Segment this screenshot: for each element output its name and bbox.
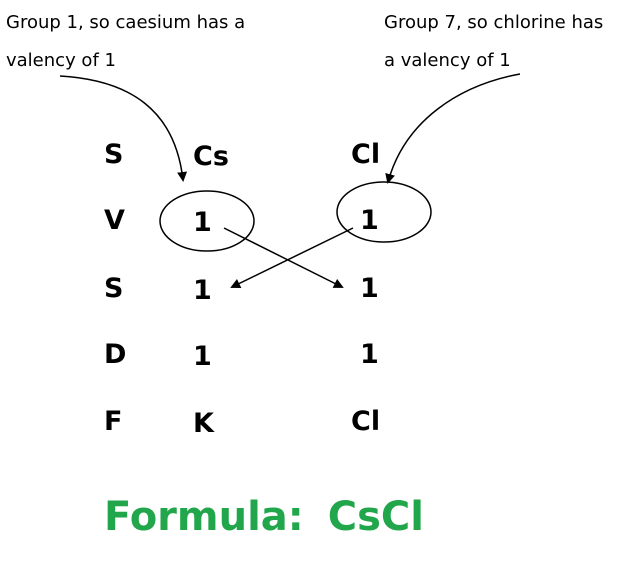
- formula-result: Formula: CsCl: [104, 494, 424, 540]
- left-note-line-2: valency of 1: [6, 50, 116, 71]
- left-valency-circle: [159, 190, 255, 252]
- right-valency-circle: [336, 181, 432, 243]
- caesium-column: Cs 1 1 1 K: [193, 141, 229, 439]
- cell-right-divide: 1: [360, 339, 379, 370]
- right-note-line-1: Group 7, so chlorine has: [384, 12, 603, 33]
- row-labels: S V S D F: [104, 139, 126, 437]
- swap-arrow-left-to-right: [223, 227, 344, 288]
- formula-value: CsCl: [328, 494, 424, 540]
- row-label-swap: S: [104, 273, 123, 304]
- cell-left-formula: K: [193, 408, 215, 439]
- swap-arrow-right-to-left: [230, 227, 354, 288]
- row-label-formula: F: [104, 406, 122, 437]
- cell-right-valency: 1: [360, 205, 379, 236]
- chlorine-column: Cl 1 1 1 Cl: [351, 139, 380, 437]
- cell-left-valency: 1: [193, 207, 212, 238]
- row-label-divide: D: [104, 339, 126, 370]
- left-note-line-1: Group 1, so caesium has a: [6, 12, 245, 33]
- left-note-arrow: [59, 75, 188, 182]
- cell-right-symbol: Cl: [351, 139, 380, 170]
- cell-left-swap: 1: [193, 275, 212, 306]
- row-label-symbol: S: [104, 139, 123, 170]
- cell-left-divide: 1: [193, 341, 212, 372]
- row-label-valency: V: [104, 205, 125, 236]
- formula-label: Formula:: [104, 494, 304, 540]
- cell-right-formula: Cl: [351, 406, 380, 437]
- cell-right-swap: 1: [360, 273, 379, 304]
- right-note-line-2: a valency of 1: [384, 50, 511, 71]
- right-note-arrow: [385, 73, 521, 184]
- cell-left-symbol: Cs: [193, 141, 229, 172]
